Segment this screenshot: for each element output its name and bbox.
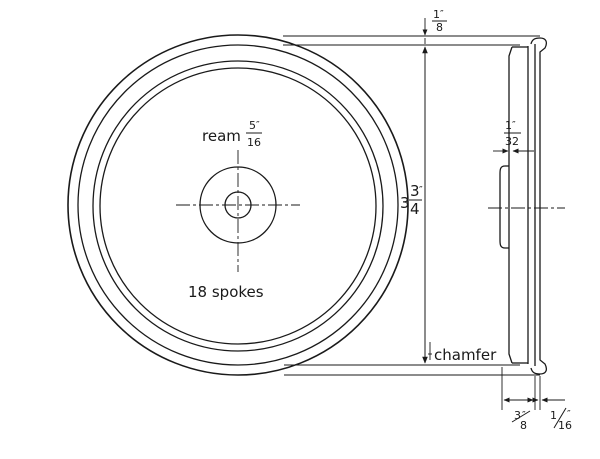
width-fraction-numerator: 3: [514, 409, 521, 422]
width-fraction-slash: [511, 410, 531, 423]
ream-callout: ream 5 ″ 16: [202, 119, 262, 149]
ream-inch-mark: ″: [256, 120, 260, 131]
width-3-8-label: 3 ″ 8: [511, 409, 531, 432]
rim-fraction-denominator: 8: [436, 21, 443, 34]
hub-inch-mark: ″: [512, 120, 516, 131]
extension-lines: [283, 35, 540, 376]
outer-rim-circle: [67, 34, 409, 376]
hub-offset-dimension: 1 ″ 32: [493, 119, 534, 160]
inner-rim-circle: [99, 67, 377, 345]
ream-fraction-numerator: 5: [249, 119, 256, 132]
rim-fraction-numerator: 1: [433, 8, 440, 21]
ream-fraction-denominator: 16: [247, 136, 261, 149]
width-dimensions: [501, 367, 565, 410]
hub-fraction-denominator: 32: [505, 135, 519, 148]
chamfer-inch-mark: ″: [567, 409, 571, 420]
front-view: [67, 34, 409, 376]
hub-fraction-numerator: 1: [505, 119, 512, 132]
rim-circle-3: [92, 60, 384, 352]
width-inch-mark: ″: [522, 410, 526, 421]
rim-thickness-dimension: 1 ″ 8: [422, 8, 447, 36]
ream-label: ream: [202, 127, 241, 145]
diameter-fraction-denominator: 4: [410, 200, 420, 218]
chamfer-fraction-denominator: 16: [558, 419, 572, 432]
chamfer-label: chamfer: [434, 346, 497, 364]
rim-inch-mark: ″: [440, 9, 444, 20]
chamfer-callout: chamfer: [428, 342, 497, 364]
spokes-label: 18 spokes: [188, 283, 264, 301]
diameter-inch-mark: ″: [419, 185, 423, 196]
side-view: [488, 37, 565, 375]
chamfer-fraction-numerator: 1: [550, 409, 557, 422]
width-fraction-denominator: 8: [520, 419, 527, 432]
chamfer-fraction-slash: [553, 407, 567, 429]
diameter-fraction-numerator: 3: [410, 182, 420, 200]
chamfer-1-16-label: 1 ″ 16: [550, 407, 572, 432]
rim-circle-2: [77, 44, 399, 366]
diameter-whole: 3: [400, 194, 410, 212]
diameter-dimension: 3 3 ″ 4: [400, 46, 428, 364]
